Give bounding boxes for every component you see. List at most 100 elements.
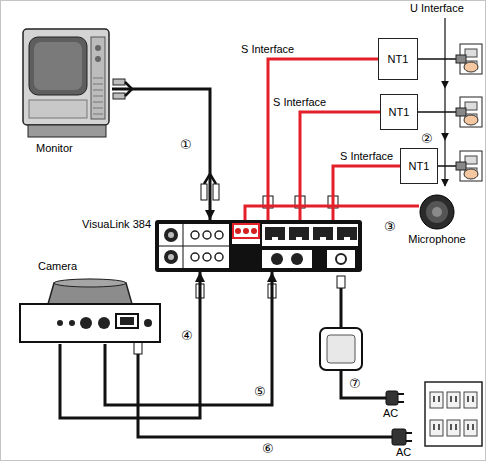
device-plugs bbox=[337, 276, 345, 288]
wall-socket bbox=[456, 151, 482, 181]
monitor-vent bbox=[93, 102, 103, 103]
ac-outlet-plate bbox=[430, 420, 443, 436]
svideo-port bbox=[164, 250, 178, 264]
ac-outlet-plate bbox=[434, 396, 473, 430]
codec-device: VisuaLink 384 bbox=[155, 220, 362, 272]
svideo-port bbox=[164, 228, 178, 242]
din-port bbox=[291, 253, 303, 265]
audio-jack bbox=[251, 228, 257, 234]
ac-outlet-plate bbox=[425, 382, 482, 446]
wall-socket bbox=[465, 49, 477, 57]
device-panel bbox=[327, 250, 355, 268]
wall-socket bbox=[456, 108, 466, 116]
callout-number: ⑦ bbox=[349, 376, 361, 391]
power-adapter bbox=[341, 370, 386, 398]
isdn-port bbox=[337, 227, 357, 240]
u-interface-line bbox=[445, 18, 446, 186]
power-adapter bbox=[327, 335, 355, 363]
rca-port bbox=[215, 231, 223, 239]
node-label: Microphone bbox=[408, 233, 465, 246]
monitor-plugs bbox=[113, 93, 125, 99]
monitor-panel bbox=[91, 37, 105, 119]
camera-port bbox=[80, 317, 92, 329]
u-interface-line bbox=[444, 88, 445, 140]
edge-label: S Interface bbox=[339, 150, 394, 163]
svideo-port bbox=[168, 254, 174, 260]
monitor-vent bbox=[93, 108, 103, 109]
audio-outline bbox=[233, 224, 259, 238]
callout-number: ④ bbox=[181, 328, 193, 343]
interface-label: U Interface bbox=[410, 2, 464, 15]
microphone-body bbox=[420, 195, 454, 229]
monitor-screen bbox=[29, 37, 87, 95]
rca-port bbox=[203, 231, 211, 239]
rca-port bbox=[191, 253, 199, 261]
monitor-knob bbox=[95, 56, 101, 62]
monitor-vent bbox=[93, 84, 103, 85]
device-panel bbox=[262, 250, 312, 268]
callout-number: ② bbox=[421, 131, 433, 146]
device-panel bbox=[159, 224, 229, 268]
node-label: VisuaLink 384 bbox=[82, 218, 151, 231]
camera-dome bbox=[54, 279, 126, 287]
u-interface-line bbox=[444, 140, 445, 186]
power-port bbox=[336, 254, 346, 264]
ac-outlet-plate bbox=[464, 392, 477, 408]
wall-socket bbox=[456, 97, 482, 127]
wall-socket bbox=[465, 156, 477, 164]
node-label: NT1 bbox=[388, 53, 409, 66]
monitor-vent bbox=[93, 96, 103, 97]
edge-label: S Interface bbox=[272, 96, 327, 109]
wall-socket bbox=[464, 115, 478, 125]
power-label: AC bbox=[383, 407, 398, 420]
wall-socket bbox=[456, 55, 466, 63]
edge-label: S Interface bbox=[240, 43, 295, 56]
microphone-symbol: Microphone bbox=[419, 194, 455, 230]
codec-device bbox=[155, 220, 362, 272]
callout-number: ⑥ bbox=[262, 441, 274, 456]
rca-port bbox=[191, 231, 199, 239]
node-label: NT1 bbox=[409, 160, 430, 173]
isdn-port bbox=[265, 227, 285, 240]
device-plugs bbox=[201, 184, 207, 200]
callout-number: ① bbox=[180, 137, 192, 152]
callout-number: ⑤ bbox=[254, 384, 266, 399]
microphone-body bbox=[432, 207, 442, 217]
ac-outlet-plate bbox=[464, 420, 477, 436]
isdn-port bbox=[344, 237, 350, 240]
video-cable bbox=[112, 89, 210, 220]
audio-jack bbox=[235, 228, 241, 234]
wall-socket bbox=[464, 169, 478, 179]
power-adapter bbox=[398, 394, 404, 402]
rca-port bbox=[203, 253, 211, 261]
camera-power-cable bbox=[392, 429, 406, 445]
microphone-symbol bbox=[419, 194, 455, 230]
microphone-cable bbox=[245, 206, 419, 220]
isdn-port bbox=[272, 237, 278, 240]
s-interface-line bbox=[333, 166, 400, 220]
camera-port bbox=[57, 320, 63, 326]
camera-port bbox=[98, 317, 110, 329]
camera-power-cable bbox=[406, 433, 412, 441]
microphone-body bbox=[426, 201, 448, 223]
svideo-port bbox=[168, 232, 174, 238]
monitor-screen bbox=[34, 42, 82, 90]
wall-socket bbox=[464, 62, 478, 72]
wall-socket bbox=[456, 44, 482, 74]
callout-number: ③ bbox=[384, 219, 396, 234]
isdn-port bbox=[320, 237, 326, 240]
isdn-port bbox=[313, 227, 333, 240]
isdn-port bbox=[289, 227, 309, 240]
camera-illustration bbox=[18, 278, 162, 344]
monitor-illustration: Monitor bbox=[22, 28, 112, 140]
device-panel bbox=[159, 246, 229, 247]
device-body bbox=[155, 220, 362, 272]
monitor-panel bbox=[29, 100, 87, 118]
isdn-port bbox=[296, 237, 302, 240]
wall-socket bbox=[465, 102, 477, 110]
nt1-box: NT1 bbox=[380, 94, 418, 130]
monitor-stand bbox=[28, 125, 106, 137]
camera-illustration: Camera bbox=[18, 278, 162, 344]
